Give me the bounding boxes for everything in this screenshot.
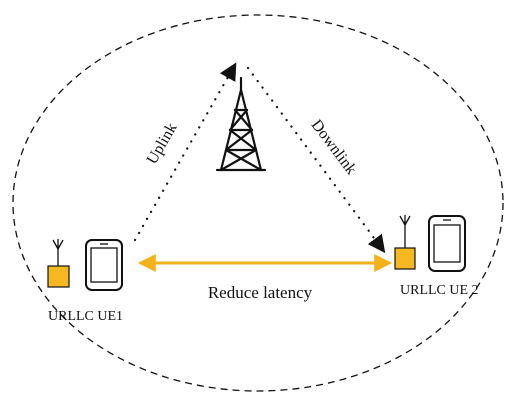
uplink-label: Uplink bbox=[144, 120, 181, 167]
cell-tower-icon bbox=[215, 76, 267, 172]
downlink-path bbox=[246, 66, 386, 254]
uplink-path bbox=[133, 62, 237, 242]
reduce-latency-label: Reduce latency bbox=[208, 283, 313, 302]
ue2-antenna-icon bbox=[394, 215, 416, 270]
ue1-antenna-icon bbox=[47, 239, 70, 288]
downlink-label: Downlink bbox=[308, 117, 360, 178]
ue1-smartphone-icon bbox=[85, 239, 123, 291]
coverage-ellipse bbox=[12, 14, 504, 392]
ue1-label: URLLC UE1 bbox=[48, 309, 123, 324]
ue2-smartphone-icon bbox=[428, 215, 466, 272]
ue2-label: URLLC UE 2 bbox=[400, 283, 479, 298]
